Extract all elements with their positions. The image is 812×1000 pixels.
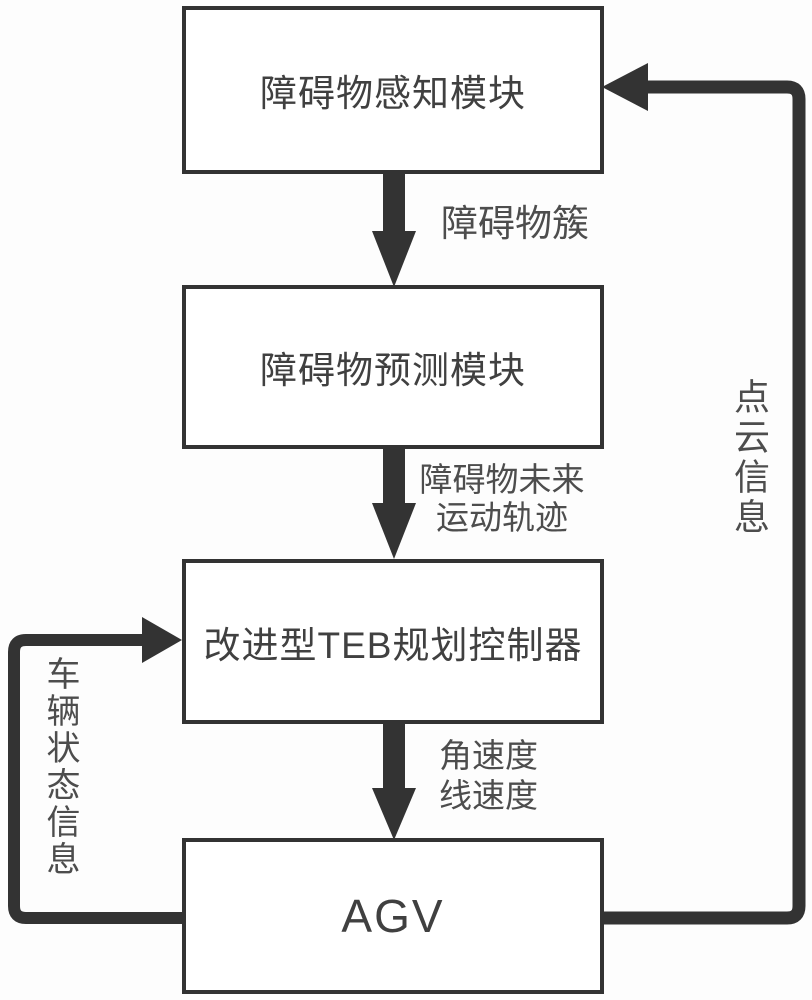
- box-obstacle-prediction-label: 障碍物预测模块: [260, 350, 526, 391]
- box-obstacle-perception-label: 障碍物感知模块: [260, 73, 526, 114]
- edge-label-velocity: 角速度 线速度: [439, 736, 538, 816]
- box-agv: AGV: [182, 838, 604, 994]
- edge-label-linear-velocity: 线速度: [439, 777, 538, 814]
- edge-label-future-trajectory: 障碍物未来 运动轨迹: [413, 461, 591, 537]
- edge-label-vehicle-state: 车辆状态信息: [41, 656, 79, 878]
- box-teb-controller-label: 改进型TEB规划控制器: [203, 624, 583, 666]
- arrow-prediction-to-teb: [372, 447, 416, 559]
- edge-label-point-cloud: 点云信息: [729, 378, 770, 538]
- arrow-teb-to-agv: [372, 722, 416, 840]
- edge-label-future-trajectory-line2: 运动轨迹: [436, 499, 568, 536]
- box-teb-controller: 改进型TEB规划控制器: [182, 559, 604, 724]
- box-obstacle-perception: 障碍物感知模块: [182, 6, 604, 174]
- arrow-perception-to-prediction: [372, 172, 416, 287]
- edge-label-future-trajectory-line1: 障碍物未来: [419, 461, 585, 498]
- box-obstacle-prediction: 障碍物预测模块: [182, 285, 604, 449]
- box-agv-label: AGV: [341, 890, 445, 942]
- edge-label-obstacle-cluster: 障碍物簇: [441, 203, 589, 244]
- edge-label-angular-velocity: 角速度: [439, 737, 538, 774]
